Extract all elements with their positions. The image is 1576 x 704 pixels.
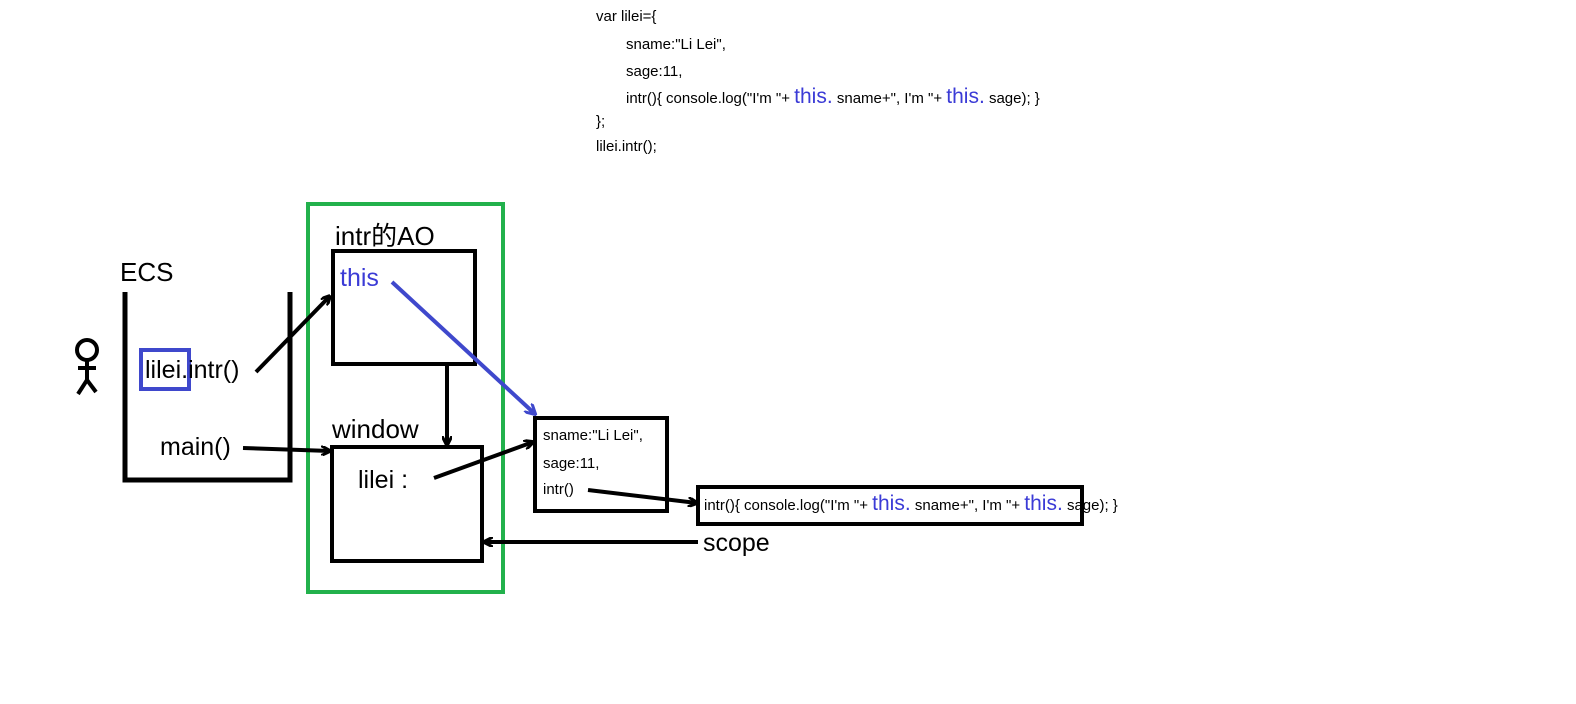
arrow-lilei-to-object — [433, 442, 533, 480]
function-body-c: sage); } — [1066, 497, 1118, 514]
code-line-1: var lilei={ — [596, 8, 657, 25]
ecs-title: ECS — [120, 257, 174, 287]
code-line-3: sage:11, — [626, 63, 683, 80]
code-line-6: lilei.intr(); — [596, 138, 657, 155]
ao-this-label: this — [340, 264, 379, 292]
function-body: intr(){ console.log("I'm "+ this. sname+… — [704, 493, 1118, 514]
code-line-4-b: sname+", I'm "+ — [836, 90, 943, 107]
window-box — [330, 445, 484, 563]
code-line-2: sname:"Li Lei", — [626, 36, 726, 53]
function-this-keyword-2: this. — [1024, 492, 1063, 515]
ao-box — [331, 249, 477, 366]
object-prop-sname: sname:"Li Lei", — [543, 427, 643, 444]
object-prop-sage: sage:11, — [543, 455, 600, 472]
function-body-b: sname+", I'm "+ — [914, 497, 1021, 514]
arrow-intr-to-function — [587, 488, 697, 503]
arrow-this-to-object — [390, 280, 535, 414]
ecs-call-entry: lilei.intr() — [145, 358, 239, 383]
person-icon — [75, 338, 99, 396]
object-prop-intr: intr() — [543, 481, 574, 498]
code-this-keyword-2: this. — [946, 85, 985, 108]
lilei-highlight-box — [139, 348, 191, 391]
ecs-call-rest: .intr() — [181, 356, 240, 384]
arrow-main-to-window — [242, 448, 330, 451]
object-box — [533, 416, 669, 513]
function-this-keyword-1: this. — [872, 492, 911, 515]
code-line-4-c: sage); } — [988, 90, 1040, 107]
scope-label: scope — [703, 529, 770, 557]
ao-title: intr的AO — [335, 221, 435, 251]
green-frame — [306, 202, 505, 594]
code-line-4: intr(){ console.log("I'm "+ this. sname+… — [626, 86, 1040, 107]
ecs-main-entry: main() — [160, 433, 231, 461]
code-line-4-a: intr(){ console.log("I'm "+ — [626, 90, 790, 107]
window-lilei-label: lilei : — [358, 466, 409, 494]
arrow-call-to-ao — [254, 296, 330, 374]
window-title: window — [332, 414, 419, 444]
function-body-a: intr(){ console.log("I'm "+ — [704, 497, 868, 514]
ecs-stack-outline — [122, 292, 293, 483]
code-line-5: }; — [596, 113, 606, 130]
ecs-call-highlight: lilei — [145, 356, 182, 384]
code-this-keyword-1: this. — [794, 85, 833, 108]
